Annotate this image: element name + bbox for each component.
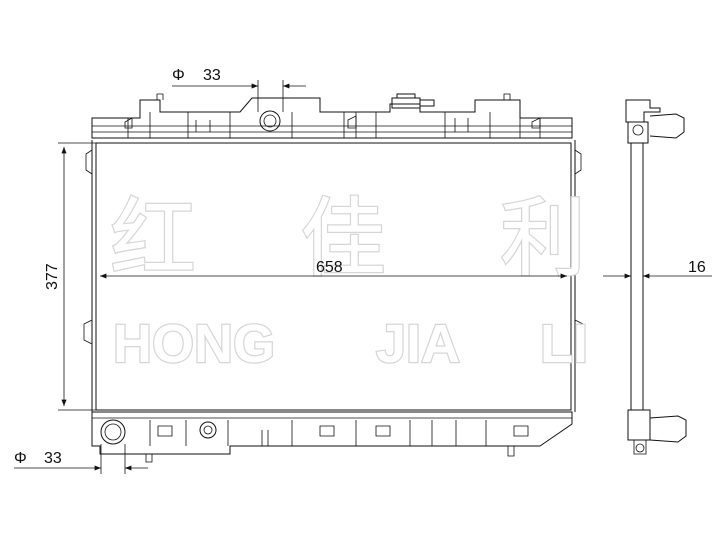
bottom-diameter-phi: Φ [14, 450, 27, 467]
top-outlet-pipe [259, 110, 281, 132]
side-top-pipe [649, 113, 685, 139]
bottom-outlet-pipe [100, 419, 126, 445]
watermark-chinese-2: 佳 [300, 189, 386, 289]
drain-plug [199, 421, 217, 439]
core-height-value: 377 [44, 263, 61, 290]
top-diameter-value: 33 [203, 67, 221, 84]
radiator-core [83, 140, 584, 412]
watermark: 红 佳 利 HONG JIA LI [109, 188, 590, 376]
core-width-value: 658 [316, 259, 343, 276]
top-tank [91, 93, 573, 139]
dimension-core-thickness: 16 [603, 259, 712, 279]
side-view [625, 99, 687, 455]
bottom-diameter-value: 33 [44, 450, 62, 467]
watermark-chinese-1: 红 [110, 189, 196, 289]
front-view [83, 93, 584, 463]
bottom-tank [91, 411, 573, 463]
top-diameter-phi: Φ [172, 67, 185, 84]
core-thickness-value: 16 [688, 259, 706, 276]
dimension-core-height: 377 [44, 142, 96, 411]
dimension-core-width: 658 [100, 259, 567, 279]
watermark-english-1: HONG [113, 314, 275, 374]
watermark-english-3: LI [540, 314, 588, 374]
dimension-bottom-diameter: Φ 33 [14, 444, 148, 474]
watermark-english-2: JIA [376, 314, 460, 374]
dimension-top-diameter: Φ 33 [172, 67, 306, 112]
side-bottom-pipe [649, 415, 687, 443]
watermark-chinese-3: 利 [500, 189, 586, 289]
filler-neck [391, 93, 435, 109]
